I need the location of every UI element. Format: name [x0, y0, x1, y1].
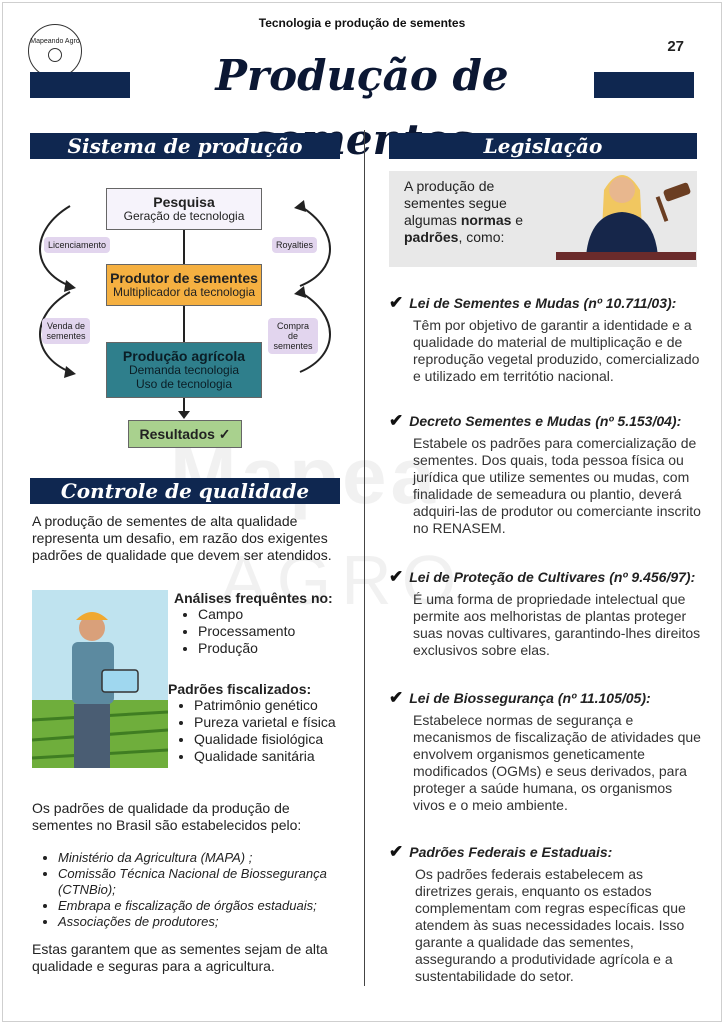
list-item: Processamento [198, 623, 346, 640]
page-number: 27 [667, 38, 684, 55]
law-text: Os padrões federais estabelecem as diret… [415, 866, 686, 984]
law-text: Têm por objetivo de garantir a identidad… [413, 317, 700, 384]
producao-sub-2: Uso de tecnologia [135, 377, 233, 391]
list-item: Pureza varietal e física [194, 714, 352, 731]
label-royalties: Royalties [272, 237, 318, 253]
producao-sub-1: Demanda tecnologia [128, 363, 240, 377]
resultados-label: Resultados ✓ [139, 426, 231, 442]
controle-intro: A produção de sementes de alta qualidade… [32, 513, 332, 563]
producao-box: Produção agrícola Demanda tecnologia Uso… [106, 342, 262, 398]
check-icon: ✔ [389, 567, 404, 586]
intro-bold-normas: normas [460, 212, 512, 228]
header-title: Tecnologia e produção de sementes [258, 16, 466, 30]
law-item-3: ✔ Lei de Proteção de Cultivares (nº 9.456… [389, 567, 701, 659]
law-item-5: ✔ Padrões Federais e Estaduais: Os padrõe… [389, 842, 701, 985]
check-icon: ✔ [389, 842, 404, 861]
orgaos-list: Ministério da Agricultura (MAPA) ; Comis… [36, 850, 336, 930]
law-item-2: ✔ Decreto Sementes e Mudas (nº 5.153/04):… [389, 411, 701, 537]
analises-title: Análises frequêntes no: [174, 590, 333, 606]
produtor-box: Produtor de sementes Multiplicador da te… [106, 264, 262, 306]
left-arrows [39, 205, 76, 378]
watermark-text-2: AGRO [220, 541, 467, 619]
producao-title: Produção agrícola [122, 348, 246, 364]
section-title-legislacao: Legislação [389, 133, 697, 159]
list-item: Comissão Técnica Nacional de Biosseguran… [58, 866, 336, 898]
resultados-box: Resultados ✓ [128, 420, 242, 448]
list-item: Associações de produtores; [58, 914, 336, 930]
legislacao-intro: A produção de sementes segue algumas nor… [404, 178, 544, 246]
label-venda: Venda de sementes [42, 318, 90, 344]
list-item: Embrapa e fiscalização de órgãos estadua… [58, 898, 336, 914]
list-item: Campo [198, 606, 346, 623]
section-title-controle: Controle de qualidade [30, 478, 340, 504]
produtor-title: Produtor de sementes [110, 270, 258, 286]
law-item-1: ✔ Lei de Sementes e Mudas (nº 10.711/03):… [389, 293, 701, 385]
list-item: Qualidade fisiológica [194, 731, 352, 748]
judge-illustration [556, 175, 696, 260]
section-title-sistema: Sistema de produção [30, 133, 340, 159]
law-title: Lei de Sementes e Mudas (nº 10.711/03): [409, 295, 677, 311]
controle-conclusao: Estas garantem que as sementes sejam de … [32, 941, 328, 974]
down-arrow-icon [178, 398, 190, 419]
list-item: Patrimônio genético [194, 697, 352, 714]
label-licenciamento: Licenciamento [44, 237, 111, 253]
connector-line [183, 306, 185, 342]
list-item: Produção [198, 640, 346, 657]
column-divider [364, 130, 365, 986]
pesquisa-title: Pesquisa [153, 194, 215, 210]
soccer-ball-icon [48, 47, 62, 62]
analises-list: Campo Processamento Produção [176, 606, 346, 657]
page-title: Produção de sementes [130, 44, 594, 164]
label-compra: Compra de sementes [268, 318, 318, 354]
check-icon: ✔ [389, 688, 404, 707]
pesquisa-box: Pesquisa Geração de tecnologia [106, 188, 262, 230]
law-text: Estabelece normas de segurança e mecanis… [413, 712, 701, 813]
list-item: Ministério da Agricultura (MAPA) ; [58, 850, 336, 866]
law-item-4: ✔ Lei de Biossegurança (nº 11.105/05): Es… [389, 688, 701, 814]
law-title: Lei de Biossegurança (nº 11.105/05): [409, 690, 651, 706]
law-text: Estabele os padrões para comercialização… [413, 435, 701, 536]
produtor-sub: Multiplicador da tecnologia [112, 285, 256, 299]
farmer-illustration [32, 590, 168, 768]
padroes-estabelecidos: Os padrões de qualidade da produção de s… [32, 800, 302, 833]
padroes-title: Padrões fiscalizados: [168, 681, 312, 697]
law-text: É uma forma de propriedade intelectual q… [413, 591, 701, 658]
check-icon: ✔ [389, 293, 404, 312]
law-title: Decreto Sementes e Mudas (nº 5.153/04): [409, 413, 682, 429]
padroes-list: Patrimônio genético Pureza varietal e fí… [172, 697, 352, 765]
intro-bold-padroes: padrões [404, 229, 459, 245]
law-title: Lei de Proteção de Cultivares (nº 9.456/… [409, 569, 696, 585]
connector-line [183, 230, 185, 264]
intro-text: A produção de sementes segue algumas [404, 178, 507, 228]
check-icon: ✔ [389, 411, 404, 430]
right-arrows [294, 200, 331, 373]
law-title: Padrões Federais e Estaduais: [409, 844, 613, 860]
intro-text: e [511, 212, 524, 228]
logo: Mapeando Agro [28, 24, 82, 78]
logo-text: Mapeando Agro [30, 38, 80, 46]
list-item: Qualidade sanitária [194, 748, 352, 765]
intro-text: , como: [458, 229, 505, 245]
pesquisa-sub: Geração de tecnologia [123, 209, 245, 223]
